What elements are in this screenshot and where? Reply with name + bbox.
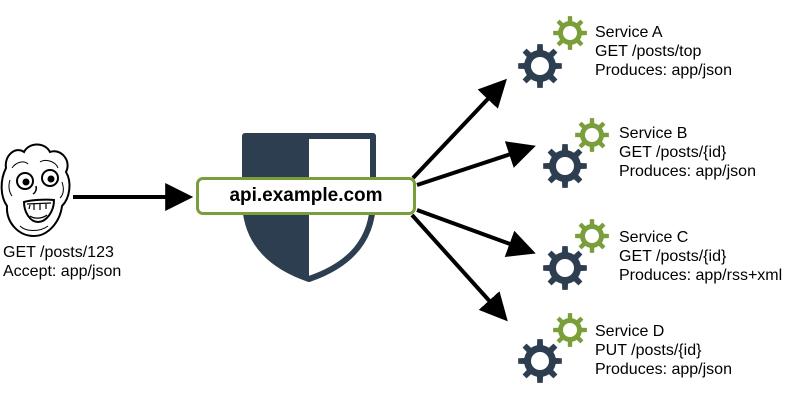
service-b-produces: Produces: app/json	[619, 163, 756, 180]
route-arrow-service-a	[411, 78, 507, 180]
route-arrow-service-d	[410, 213, 508, 322]
large-gear-icon-hole	[531, 57, 549, 75]
service-a-name: Service A	[595, 24, 663, 41]
small-gear-icon-hole	[563, 323, 577, 337]
service-d-request: PUT /posts/{id}	[595, 342, 702, 359]
client-request-line: GET /posts/123	[3, 244, 114, 261]
large-gear-icon-hole	[556, 157, 574, 175]
large-gear-icon-hole	[531, 352, 549, 370]
route-arrow-service-c	[416, 208, 536, 257]
service-d-produces: Produces: app/json	[595, 361, 732, 378]
service-b-name: Service B	[619, 125, 688, 142]
gateway-host-label: api.example.com	[196, 177, 416, 215]
small-gear-icon-hole	[585, 128, 599, 142]
service-d-gears-icon	[518, 313, 587, 383]
service-b-gears-icon	[543, 118, 609, 188]
service-c-produces: Produces: app/rss+xml	[619, 267, 783, 284]
service-a-produces: Produces: app/json	[595, 62, 732, 79]
service-c-name: Service C	[619, 229, 689, 246]
small-gear-icon-hole	[585, 229, 599, 243]
large-gear-icon-hole	[556, 259, 574, 277]
small-gear-icon-hole	[563, 26, 577, 40]
client-accept-line: Accept: app/json	[3, 263, 122, 280]
service-c-gears-icon	[543, 219, 609, 290]
client-avatar-icon	[0, 143, 71, 238]
service-a-request: GET /posts/top	[595, 43, 702, 60]
service-d-name: Service D	[595, 323, 665, 340]
service-b-request: GET /posts/{id}	[619, 144, 727, 161]
service-c-request: GET /posts/{id}	[619, 248, 727, 265]
service-a-gears-icon	[518, 16, 587, 88]
route-arrow-service-b	[416, 141, 536, 187]
